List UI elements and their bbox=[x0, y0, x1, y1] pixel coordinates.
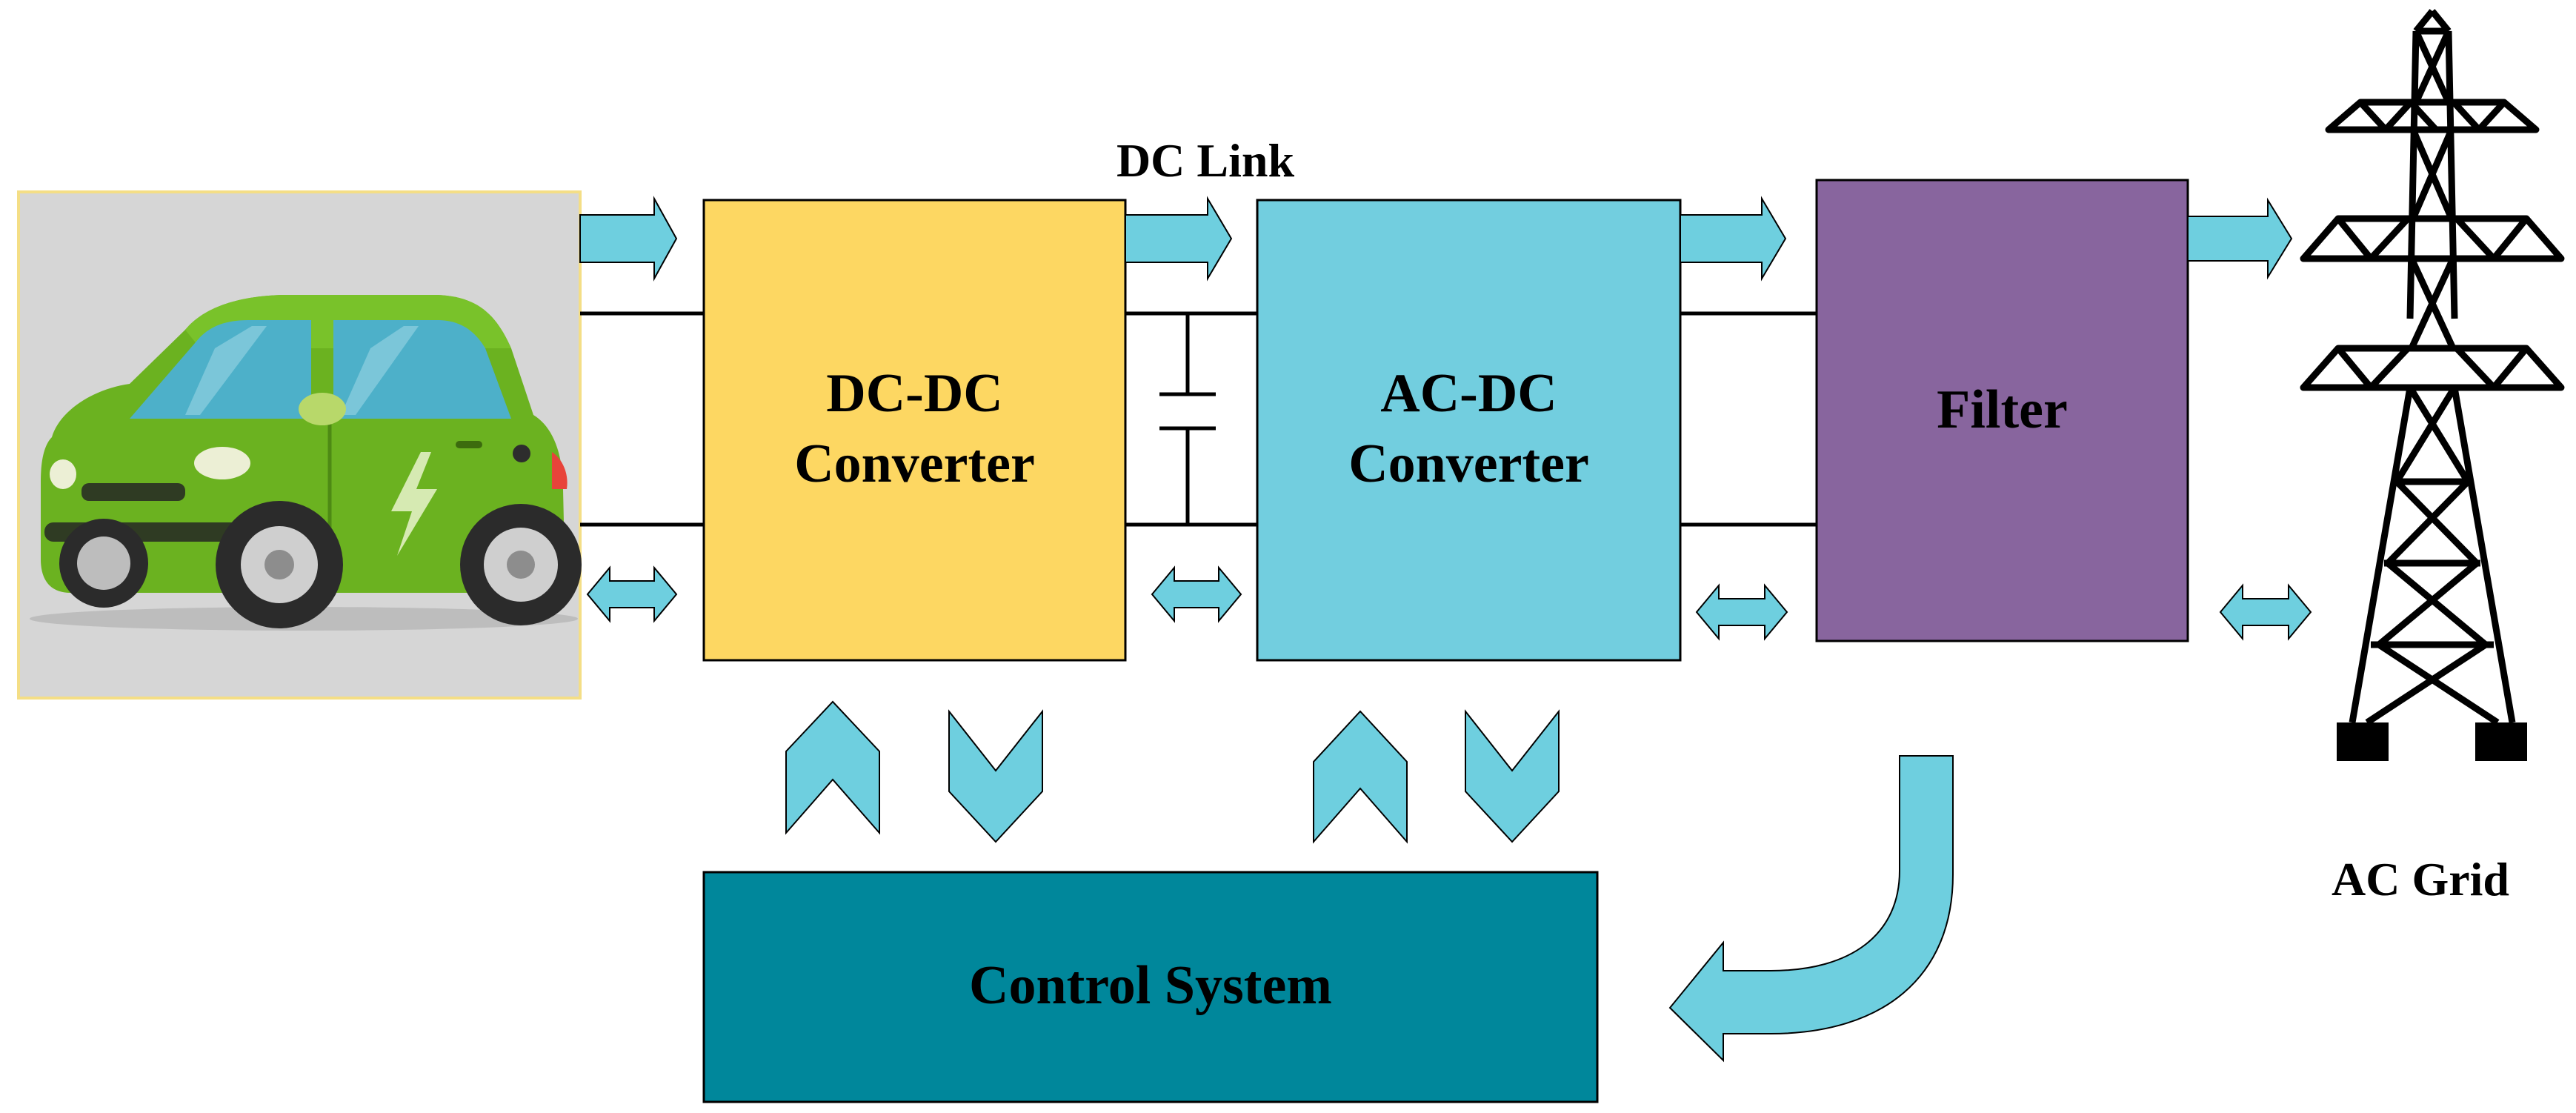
acdc-converter-block: AC-DC Converter bbox=[1256, 199, 1682, 662]
chevron-down-icon bbox=[1465, 709, 1560, 843]
double-arrow-icon bbox=[1695, 583, 1788, 641]
right-arrow-icon bbox=[579, 196, 678, 282]
control-system-label: Control System bbox=[969, 955, 1332, 1016]
chevron-up-icon bbox=[785, 700, 880, 835]
right-arrow-icon bbox=[1680, 196, 1787, 282]
dcdc-label-line1: DC-DC bbox=[826, 363, 1002, 424]
acdc-label-line2: Converter bbox=[1348, 433, 1589, 494]
double-arrow-icon bbox=[2219, 583, 2312, 641]
right-arrow-icon bbox=[2187, 197, 2293, 280]
power-flow-arrows bbox=[579, 196, 2293, 282]
double-arrow-icon bbox=[1151, 565, 1242, 623]
chevron-down-icon bbox=[948, 709, 1043, 843]
filter-block: Filter bbox=[1815, 179, 2189, 642]
filter-label: Filter bbox=[1937, 379, 2068, 440]
dc-link-label: DC Link bbox=[1116, 134, 1295, 187]
chevron-up-icon bbox=[1313, 710, 1408, 844]
dcdc-label-line2: Converter bbox=[794, 433, 1035, 494]
electric-car-icon bbox=[17, 190, 582, 700]
tower-footings bbox=[2337, 722, 2527, 761]
right-arrow-icon bbox=[1125, 196, 1233, 282]
dcdc-converter-block: DC-DC Converter bbox=[702, 199, 1127, 662]
transmission-tower-icon bbox=[2300, 9, 2565, 725]
bidirectional-arrows bbox=[586, 565, 2312, 641]
acdc-label-line1: AC-DC bbox=[1380, 363, 1557, 424]
control-signal-arrows bbox=[785, 700, 1560, 844]
ac-grid-label: AC Grid bbox=[2332, 853, 2509, 906]
dc-bus-wires bbox=[580, 311, 1817, 527]
double-arrow-icon bbox=[586, 565, 678, 623]
control-system-block: Control System bbox=[702, 871, 1599, 1103]
feedback-curved-arrow-icon bbox=[1668, 755, 1954, 1063]
dc-link-capacitor bbox=[1159, 313, 1216, 525]
